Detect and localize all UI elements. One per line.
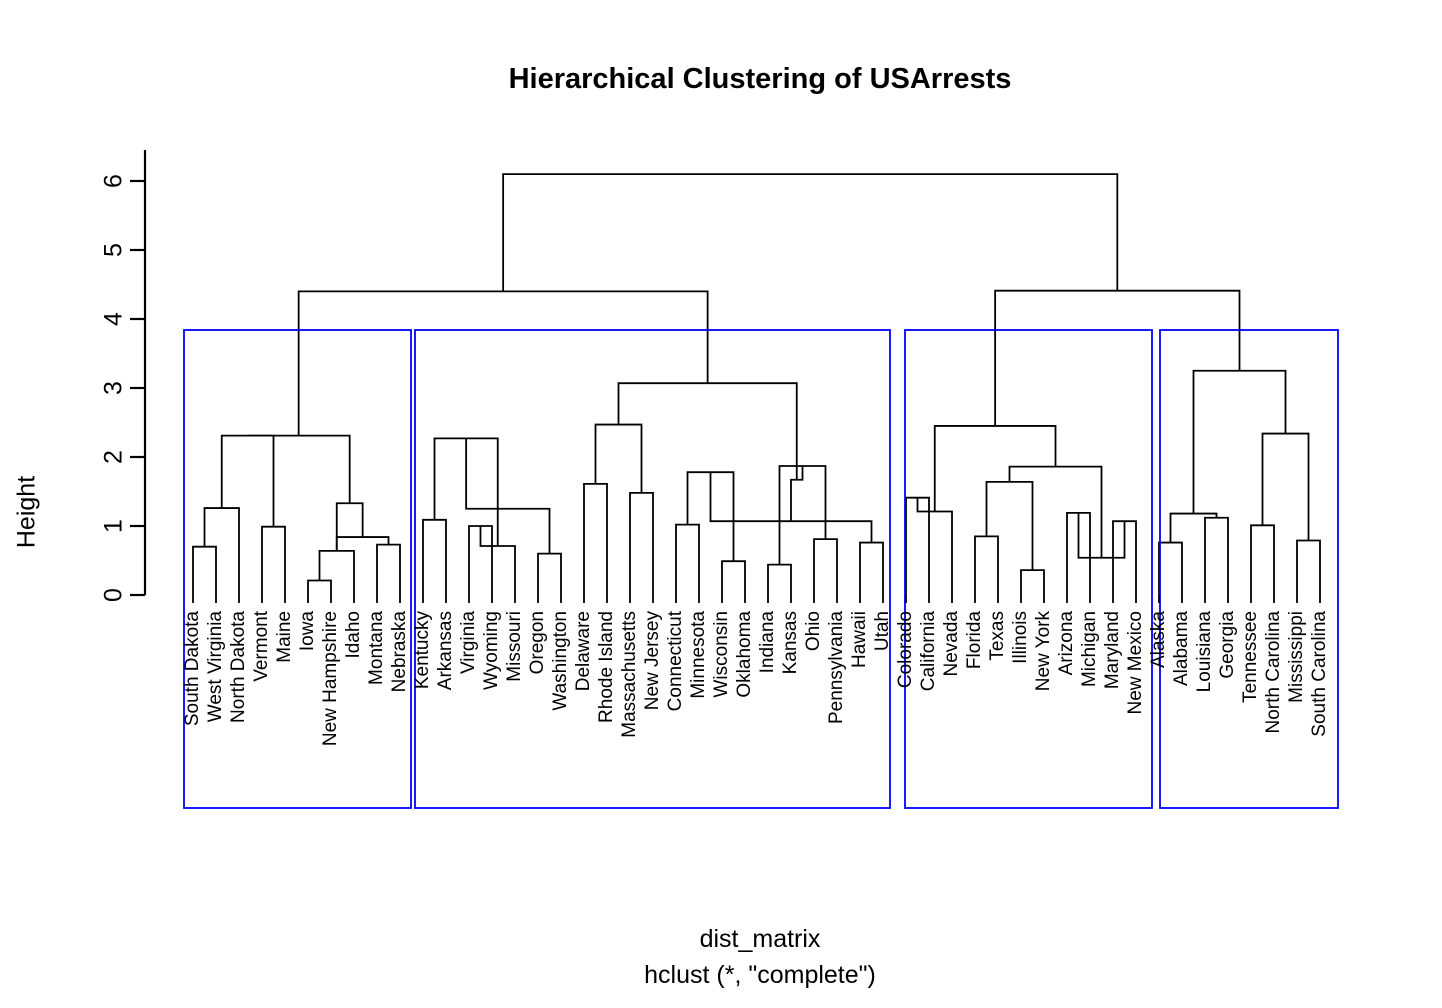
caption-hclust-method: hclust (*, "complete"): [644, 961, 876, 989]
leaf-label: Louisiana: [1194, 611, 1215, 693]
y-axis-tick-label: 5: [100, 243, 128, 257]
cluster-rectangles: [183, 329, 1339, 809]
leaf-label: Virginia: [458, 611, 479, 674]
leaf-label: Michigan: [1079, 611, 1100, 687]
leaf-label: South Carolina: [1309, 611, 1330, 737]
cluster-rect-2: [414, 329, 891, 809]
leaf-label: California: [918, 611, 939, 692]
leaf-label: New York: [1033, 611, 1054, 692]
page-title: Hierarchical Clustering of USArrests: [509, 63, 1012, 95]
leaf-label: Hawaii: [849, 611, 870, 668]
leaf-label: Oklahoma: [734, 611, 755, 698]
leaf-label: Massachusetts: [619, 611, 640, 738]
caption-dist-matrix: dist_matrix: [700, 925, 821, 953]
cluster-rect-4: [1159, 329, 1339, 809]
leaf-label: South Dakota: [182, 611, 203, 727]
y-axis-tick-label: 2: [100, 450, 128, 464]
leaf-label: Tennessee: [1240, 611, 1261, 703]
leaf-label: Alaska: [1148, 611, 1169, 668]
dendrogram-link: [502, 173, 1119, 292]
leaf-label: Alabama: [1171, 611, 1192, 686]
leaf-label: Delaware: [573, 611, 594, 691]
leaf-label: Utah: [872, 611, 893, 651]
leaf-label: New Hampshire: [320, 611, 341, 746]
leaf-label: Indiana: [757, 611, 778, 674]
y-axis-tick-label: 3: [100, 381, 128, 395]
dendrogram-link: [465, 438, 551, 554]
leaf-label: Rhode Island: [596, 611, 617, 723]
y-axis-label: Height: [13, 476, 41, 548]
leaf-label: Colorado: [895, 611, 916, 688]
leaf-label: Minnesota: [688, 611, 709, 699]
leaf-label: Maine: [274, 611, 295, 663]
leaf-label: Florida: [964, 611, 985, 670]
cluster-rect-3: [904, 329, 1153, 809]
leaf-label: New Mexico: [1125, 611, 1146, 714]
leaf-label: Arkansas: [435, 611, 456, 690]
leaf-label: Missouri: [504, 611, 525, 682]
leaf-label: Pennsylvania: [826, 611, 847, 724]
y-axis-tick-label: 6: [100, 174, 128, 188]
leaf-label: Wisconsin: [711, 611, 732, 698]
leaf-label: North Dakota: [228, 611, 249, 723]
dendrogram-link: [247, 434, 351, 504]
y-axis-title: Height: [13, 476, 41, 548]
leaf-label: Idaho: [343, 611, 364, 659]
leaf-label: West Virginia: [205, 611, 226, 723]
leaf-label: Washington: [550, 611, 571, 711]
leaf-label: New Jersey: [642, 611, 663, 711]
y-axis-tick-label: 4: [100, 312, 128, 326]
leaf-label: North Carolina: [1263, 611, 1284, 734]
leaf-label: Kentucky: [412, 611, 433, 690]
y-axis-tick-label: 1: [100, 519, 128, 533]
leaf-label: Texas: [987, 611, 1008, 661]
leaf-label: Nevada: [941, 611, 962, 677]
leaf-label: Wyoming: [481, 611, 502, 690]
y-axis: 0 1 2 3 4 5 6: [100, 150, 147, 602]
leaf-label: Iowa: [297, 611, 318, 652]
leaf-label: Illinois: [1010, 611, 1031, 664]
leaf-label: Georgia: [1217, 611, 1238, 679]
cluster-rect-1: [183, 329, 412, 809]
leaf-label: Arizona: [1056, 611, 1077, 676]
leaf-label: Kansas: [780, 611, 801, 674]
leaf-label: Connecticut: [665, 610, 686, 711]
leaf-label: Mississippi: [1286, 611, 1307, 703]
dendrogram-links: [192, 173, 1321, 595]
leaf-label: Vermont: [251, 610, 272, 681]
leaf-label: Ohio: [803, 611, 824, 651]
leaf-label: Oregon: [527, 611, 548, 674]
leaf-label: Nebraska: [389, 611, 410, 693]
leaf-label: Maryland: [1102, 611, 1123, 689]
y-axis-tick-label: 0: [100, 588, 128, 602]
leaf-label: Montana: [366, 611, 387, 685]
